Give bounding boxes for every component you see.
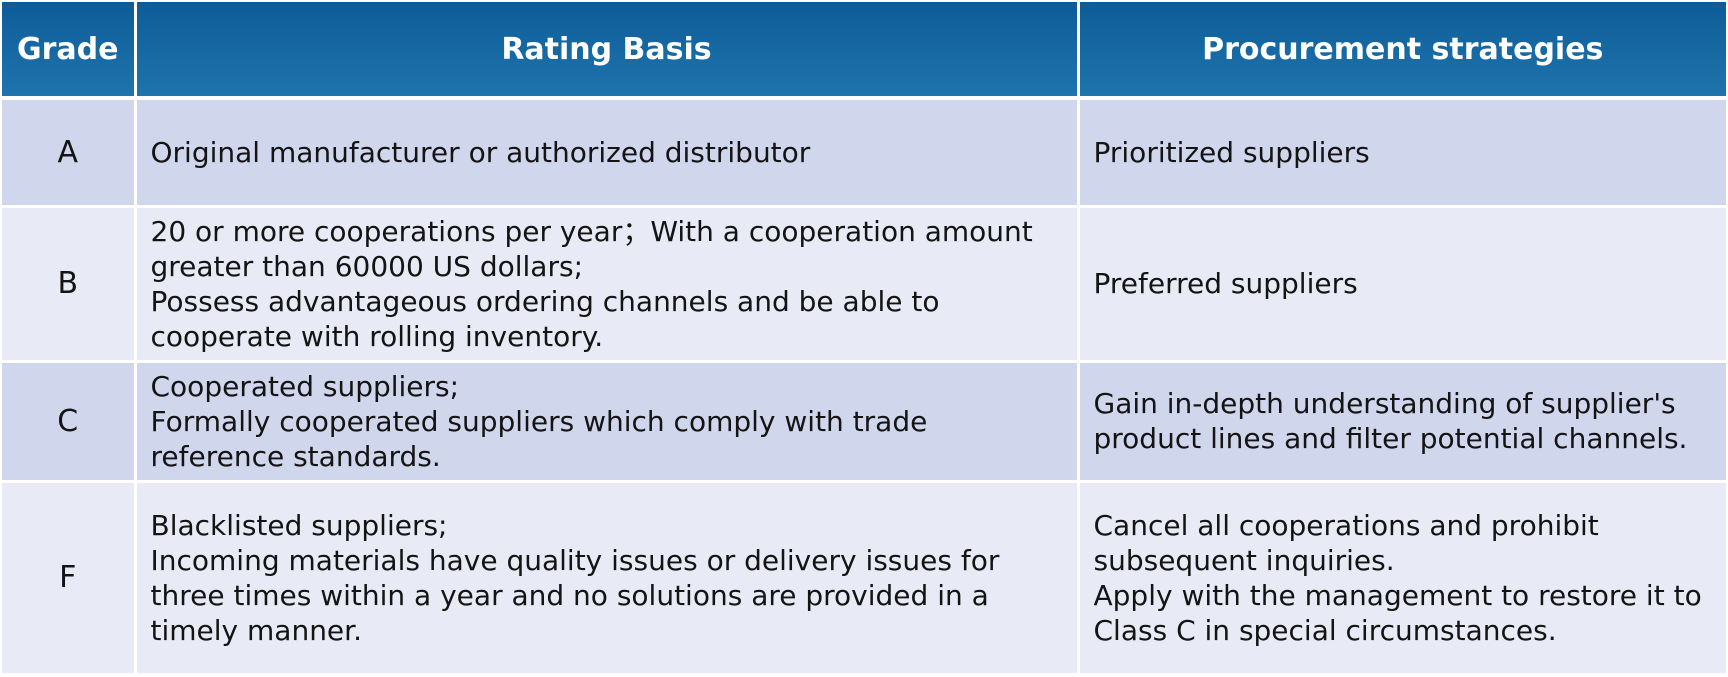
table-row: A Original manufacturer or authorized di… [2, 98, 1726, 208]
table-row: B 20 or more cooperations per year；With … [2, 206, 1726, 363]
strategy-cell: Preferred suppliers [1078, 206, 1726, 363]
grade-cell: C [2, 361, 137, 483]
text-line: Blacklisted suppliers; [150, 508, 448, 542]
rating-basis-cell: Blacklisted suppliers; Incoming material… [135, 481, 1080, 673]
header-row: Grade Rating Basis Procurement strategie… [2, 2, 1726, 100]
rating-basis-cell: Original manufacturer or authorized dist… [135, 98, 1080, 208]
grade-cell: A [2, 98, 137, 208]
text-line: Gain in-depth understanding of supplier'… [1093, 387, 1676, 420]
strategy-cell: Cancel all cooperations and prohibit sub… [1078, 481, 1726, 673]
rating-basis-cell: 20 or more cooperations per year；With a … [135, 206, 1080, 363]
header-rating-basis: Rating Basis [135, 2, 1080, 100]
text-line: cooperate with rolling inventory. [150, 319, 604, 353]
table-row: F Blacklisted suppliers; Incoming materi… [2, 481, 1726, 673]
text-line: three times within a year and no solutio… [150, 578, 989, 612]
text-line: Incoming materials have quality issues o… [150, 543, 1000, 577]
text-line: Apply with the management to restore it … [1093, 578, 1702, 612]
text-line: Cancel all cooperations and prohibit [1093, 508, 1599, 542]
text-line: greater than 60000 US dollars; [150, 249, 584, 283]
text-line: 20 or more cooperations per year；With a … [150, 214, 1033, 248]
grade-cell: F [2, 481, 137, 673]
text-line: Possess advantageous ordering channels a… [150, 284, 940, 318]
text-line: Preferred suppliers [1093, 267, 1358, 300]
table-row: C Cooperated suppliers; Formally coopera… [2, 361, 1726, 483]
header-procurement-strategies: Procurement strategies [1078, 2, 1726, 100]
header-grade: Grade [2, 2, 137, 100]
text-line: subsequent inquiries. [1093, 543, 1395, 577]
text-line: Cooperated suppliers; [150, 369, 460, 403]
text-line: Original manufacturer or authorized dist… [150, 135, 811, 169]
text-line: Formally cooperated suppliers which comp… [150, 404, 928, 438]
text-line: Prioritized suppliers [1093, 135, 1370, 169]
text-line: timely manner. [150, 613, 363, 647]
strategy-cell: Prioritized suppliers [1078, 98, 1726, 208]
text-line: Class C in special circumstances. [1093, 613, 1557, 647]
rating-basis-cell: Cooperated suppliers; Formally cooperate… [135, 361, 1080, 483]
text-line: product lines and filter potential chann… [1093, 422, 1688, 455]
text-line: reference standards. [150, 439, 441, 473]
grade-cell: B [2, 206, 137, 363]
strategy-cell: Gain in-depth understanding of supplier'… [1078, 361, 1726, 483]
